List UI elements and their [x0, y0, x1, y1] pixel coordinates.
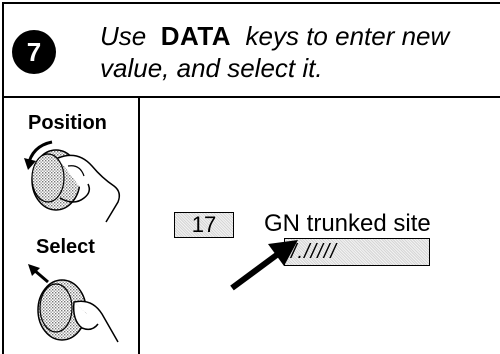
pointer-arrow-icon: [230, 240, 298, 291]
select-label: Select: [36, 236, 95, 258]
field-label: GN trunked site: [264, 210, 431, 237]
instruction-header: [2, 2, 500, 98]
value-input[interactable]: /./////: [284, 238, 430, 266]
instruction-text: Use DATA keys to enter new value, and se…: [100, 20, 449, 84]
instruction-line-1: Use DATA keys to enter new: [100, 20, 449, 52]
instruction-line-2: value, and select it.: [100, 53, 323, 83]
instruction-keyword: DATA: [160, 21, 232, 51]
instruction-pre: Use: [100, 21, 147, 51]
position-label: Position: [28, 112, 107, 134]
index-field: 17: [174, 212, 234, 238]
position-knob-icon[interactable]: [18, 136, 128, 228]
select-knob-icon[interactable]: [22, 262, 132, 354]
step-badge: 7: [12, 30, 56, 74]
controls-panel: [2, 98, 140, 354]
instruction-line1-rest: keys to enter new: [245, 21, 450, 51]
